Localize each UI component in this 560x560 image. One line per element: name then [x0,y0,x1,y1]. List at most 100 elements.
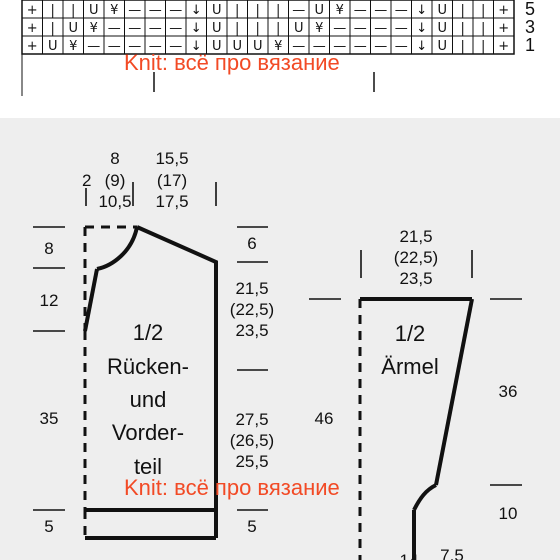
chart-symbol: — [108,21,121,36]
sleeve-width-label: (22,5) [394,248,438,267]
chart-symbol: U [232,39,242,54]
chart-symbol: — [169,3,182,18]
chart-row-number: 3 [525,17,535,37]
chart-symbol: | [276,21,280,36]
chart-symbol: U [212,3,222,18]
watermark: Knit: всё про вязание [124,50,340,75]
chart-symbol: U [437,21,447,36]
sleeve-piece-outline [358,297,474,560]
chart-symbol: | [276,3,280,18]
chart-symbol: ↓ [416,3,427,18]
chart-symbol: — [169,21,182,36]
chart-symbol: + [27,21,38,36]
body-piece-outline [83,225,218,540]
chart-symbol: U [89,3,99,18]
chart-symbol: — [87,39,100,54]
sleeve-title-line: 1/2 [395,321,426,346]
neck-depth-label: 8 [44,239,53,258]
chart-symbol: — [333,21,346,36]
armhole-label: 21,5 [235,279,268,298]
shoulder-width: 15,5 [155,149,188,168]
rib-right-label: 5 [247,517,256,536]
chart-symbol: — [354,21,367,36]
chart-symbol: ¥ [90,21,98,36]
stitch-chart-grid: + | | U ¥ — — — ↓ U | | | — U ¥ — — — ↓ U | | +5 + | U ¥ — — — — ↓ U | | | U ¥… [21,0,535,96]
schematic-panel: 1/2 Rücken- und Vorder- teil 1/2 Ärmel 8… [0,118,560,560]
side-length-label: (26,5) [230,431,274,450]
chart-symbol: ↓ [416,39,427,54]
chart-symbol: — [128,3,141,18]
chart-symbol: — [395,39,408,54]
chart-symbol: | [461,39,465,54]
chart-row-number: 1 [525,35,535,55]
body-title-line: und [130,387,167,412]
neck-width-c: 10,5 [98,192,131,211]
neck-offset: 2 [82,171,91,190]
chart-symbol: ¥ [336,3,344,18]
chart-symbol: U [314,3,324,18]
chart-symbol: ¥ [315,21,323,36]
body-title-line: Vorder- [112,420,184,445]
chart-symbol: | [235,3,239,18]
stitch-chart: + | | U ¥ — — — ↓ U | | | — U ¥ — — — ↓ U | | +5 + | U ¥ — — — — ↓ U | | | U ¥… [0,0,560,112]
chart-symbol: — [313,39,326,54]
body-title-line: Rücken- [107,354,189,379]
chart-symbol: U [212,39,222,54]
shoulder-width: 17,5 [155,192,188,211]
chart-symbol: — [149,21,162,36]
chart-symbol: | [481,3,485,18]
chart-symbol: + [498,3,509,18]
chart-symbol: U [212,21,222,36]
body-title-line: 1/2 [133,320,164,345]
rib-left-label: 5 [44,517,53,536]
chart-symbol: | [481,39,485,54]
chart-symbol: — [333,39,346,54]
garment-schematic: 1/2 Rücken- und Vorder- teil 1/2 Ärmel 8… [33,149,522,560]
chart-symbol: — [374,21,387,36]
chart-symbol: — [395,21,408,36]
chart-symbol: — [354,3,367,18]
chart-symbol: | [51,21,55,36]
chart-symbol: | [51,3,55,18]
chart-symbol: + [498,39,509,54]
chart-symbol: | [481,21,485,36]
chart-symbol: ↓ [191,39,202,54]
chart-symbol: U [437,39,447,54]
armhole-label: (22,5) [230,300,274,319]
sleeve-piece-title: 1/2 Ärmel [381,321,438,379]
chart-symbol: | [461,21,465,36]
chart-symbol: + [27,39,38,54]
sleeve-cuff-label: 10 [499,504,518,523]
sleeve-title-line: Ärmel [381,354,438,379]
chart-symbol: ¥ [69,39,77,54]
chart-symbol: | [71,3,75,18]
neck-width-a: 8 [110,149,119,168]
chart-row-number: 5 [525,0,535,19]
chart-frame [21,0,515,55]
body-title-line: teil [134,454,162,479]
chart-symbol: — [292,3,305,18]
chart-symbol: + [27,3,38,18]
chart-symbol: — [149,3,162,18]
chart-symbol: — [395,3,408,18]
front-drop-label: 12 [40,291,59,310]
chart-symbol: — [108,39,121,54]
sleeve-width-label: 23,5 [399,269,432,288]
chart-symbol: — [354,39,367,54]
chart-symbol: | [461,3,465,18]
chart-symbol: | [256,3,260,18]
chart-symbol: — [169,39,182,54]
chart-symbol: ¥ [274,39,282,54]
chart-symbol: | [235,21,239,36]
watermark: Knit: всё про вязание [124,475,340,500]
sleeve-upper-length-label: 36 [499,382,518,401]
body-piece-title: 1/2 Rücken- und Vorder- teil [107,320,189,479]
chart-symbol: ↓ [191,21,202,36]
chart-symbol: U [48,39,58,54]
body-length-label: 35 [40,409,59,428]
chart-symbol: — [128,39,141,54]
chart-symbol: ¥ [110,3,118,18]
chart-symbol: U [437,3,447,18]
chart-symbol: U [68,21,78,36]
neck-width-b: (9) [105,171,126,190]
